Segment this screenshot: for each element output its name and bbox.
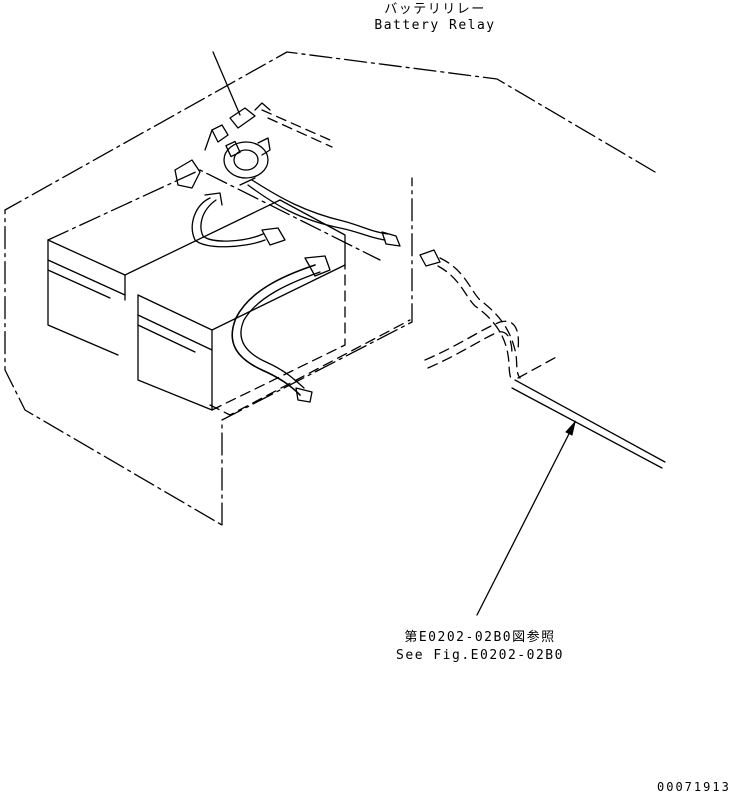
battery-link-cable [191, 192, 286, 248]
relay-label-english: Battery Relay [374, 18, 496, 33]
machine-body-outline [4, 51, 656, 526]
relay-harness [239, 177, 401, 247]
battery-front [137, 199, 346, 411]
reference-label-english: See Fig.E0202-02B0 [396, 648, 564, 663]
battery-tray [47, 169, 411, 416]
battery-rear [47, 199, 281, 356]
battery-main-cable [231, 255, 331, 403]
relay-label-japanese: バッテリリレー [384, 2, 486, 17]
relay-leader-line [212, 51, 241, 116]
reference-leader-arrow [476, 420, 576, 616]
reference-label-japanese: 第E0202-02B0図参照 [404, 630, 556, 645]
ground-terminal [174, 159, 201, 189]
battery-relay [204, 102, 333, 179]
right-harness [419, 249, 666, 469]
drawing-number: 00071913 [657, 780, 731, 794]
